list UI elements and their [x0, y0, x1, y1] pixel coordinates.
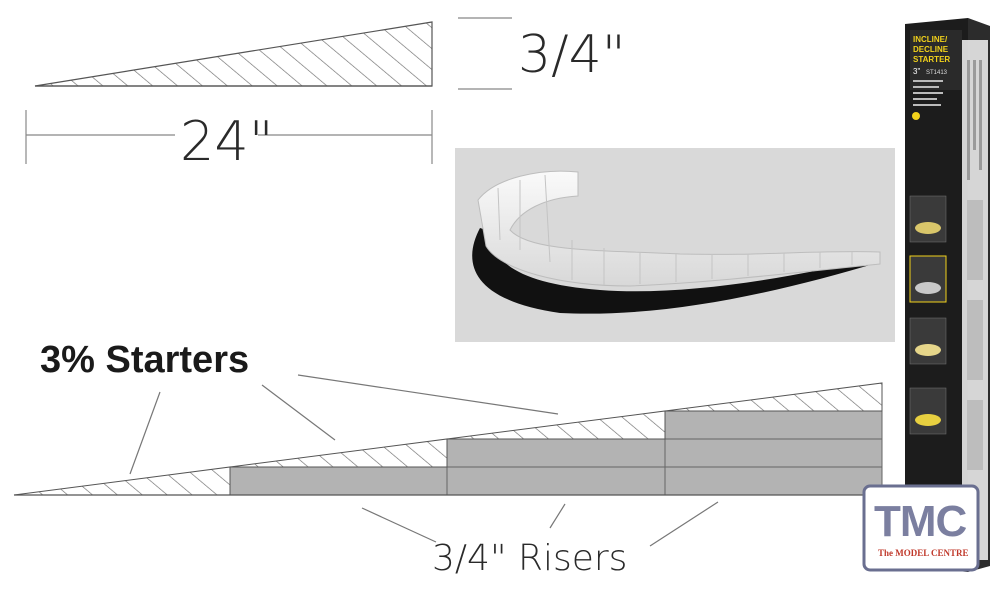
incline-cross-section — [13, 382, 883, 496]
rise-label: 3/4" — [518, 25, 626, 85]
package-side-text — [967, 60, 983, 470]
top-wedge — [34, 21, 433, 87]
starter-wedge-4 — [664, 382, 883, 412]
riser-3 — [664, 410, 883, 440]
tmc-logo: TMC The MODEL CENTRE — [862, 484, 980, 572]
length-label: 24" — [180, 110, 274, 173]
package-logo-icon — [912, 112, 920, 120]
starters-label: 3% Starters — [40, 339, 249, 381]
product-package: INCLINE/ DECLINE STARTER 3" ST1413 — [905, 18, 990, 572]
package-size: 3" — [913, 67, 920, 76]
starters-callout: 3% Starters — [40, 339, 559, 475]
package-thumbnails — [909, 195, 947, 435]
riser-1 — [229, 466, 883, 496]
tmc-logo-text: TMC — [874, 497, 967, 546]
starter-wedge-3 — [446, 410, 666, 440]
rise-dimension: 3/4" — [458, 17, 626, 90]
package-bullets — [913, 80, 943, 106]
top-wedge-shape — [34, 21, 433, 87]
risers-callout: 3/4" Risers — [361, 501, 719, 579]
length-dimension: 24" — [25, 110, 433, 173]
package-sku: ST1413 — [926, 70, 948, 76]
photo-foam-segments — [497, 174, 853, 285]
photo-base-shadow — [472, 228, 880, 314]
risers-label: 3/4" Risers — [432, 538, 627, 579]
product-photo — [455, 148, 895, 342]
package-title-2: DECLINE — [913, 45, 949, 54]
tmc-logo-subtext: The MODEL CENTRE — [878, 548, 969, 558]
starter-wedge-2 — [229, 438, 448, 468]
package-title-1: INCLINE/ — [913, 35, 948, 44]
package-title-3: STARTER — [913, 55, 950, 64]
starter-wedge-1 — [13, 466, 231, 496]
photo-foam-arc — [477, 170, 881, 287]
